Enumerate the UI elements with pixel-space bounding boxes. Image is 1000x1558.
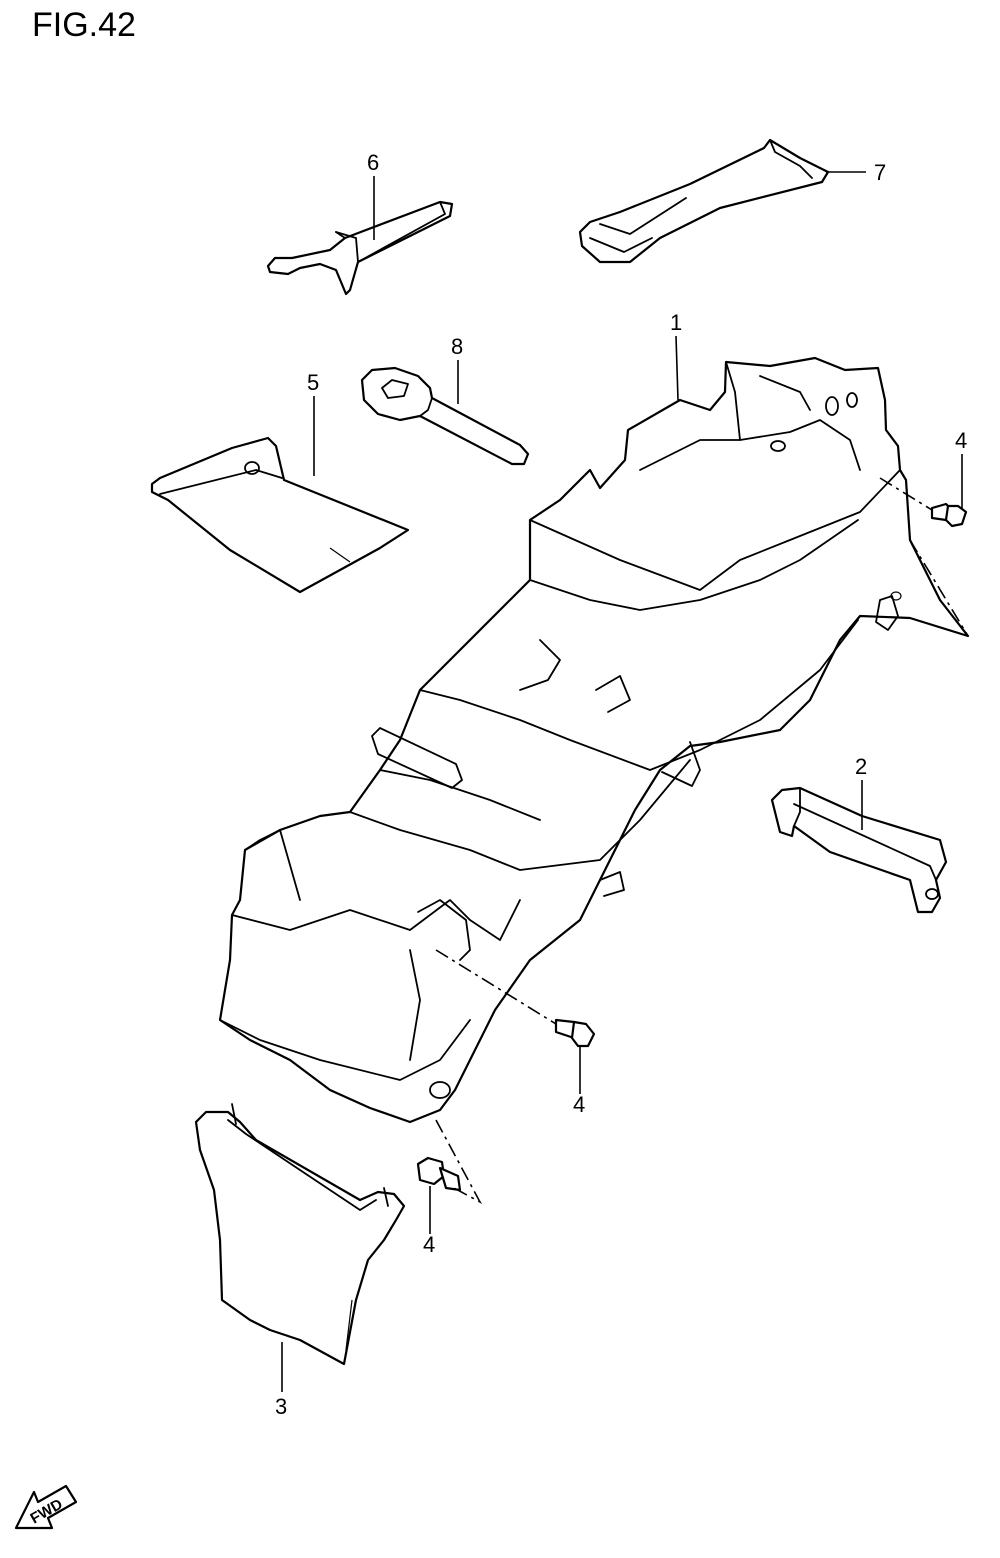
part-7-strap [578, 138, 830, 264]
callout-labels: 1 2 3 4 4 4 5 6 7 8 [275, 150, 967, 1419]
callout-2: 2 [855, 754, 867, 779]
part-8-wrench [360, 366, 530, 466]
callout-4-bottom: 4 [423, 1232, 435, 1257]
callout-1: 1 [670, 310, 682, 335]
bolt-4-top [930, 502, 968, 528]
callout-7: 7 [874, 160, 886, 185]
part-5-tool-bag [150, 436, 410, 594]
leader-lines [281, 171, 963, 1392]
callout-5: 5 [307, 370, 319, 395]
forward-direction-arrow: FWD [14, 1484, 78, 1530]
callout-6: 6 [367, 150, 379, 175]
callout-4-middle: 4 [573, 1092, 585, 1117]
bolt-4-bottom [416, 1156, 462, 1192]
bolt-4-middle [554, 1018, 596, 1048]
callout-4-top: 4 [955, 428, 967, 453]
callout-8: 8 [451, 334, 463, 359]
part-1-rear-fender [218, 356, 970, 1124]
callout-3: 3 [275, 1394, 287, 1419]
figure-title: FIG.42 [32, 6, 136, 44]
part-6-spanner [266, 200, 454, 296]
part-2-bracket [770, 786, 948, 914]
part-3-mud-flap [194, 1103, 406, 1366]
assembly-lines [435, 477, 969, 1204]
